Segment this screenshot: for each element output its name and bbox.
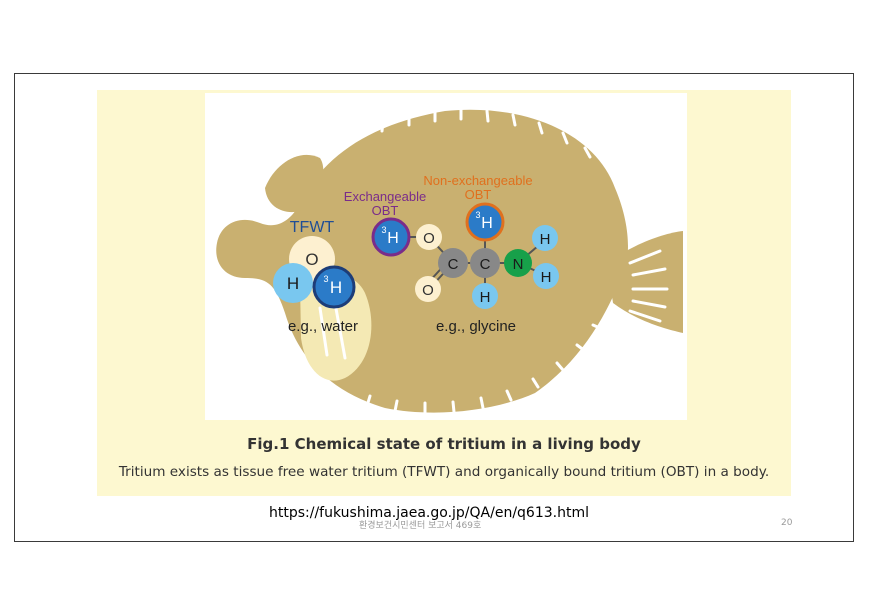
exchangeable-tritium-mass: 3 bbox=[381, 225, 386, 235]
glycine-carbon-atom-1 bbox=[438, 248, 468, 278]
glycine-carbonyl-oxygen-label: O bbox=[422, 282, 434, 299]
exchangeable-tritium-atom bbox=[371, 217, 411, 257]
glycine-carbon-hydrogen-atom bbox=[472, 283, 498, 309]
water-tritium-label: H bbox=[330, 278, 342, 297]
source-url[interactable]: https://fukushima.jaea.go.jp/QA/en/q613.… bbox=[269, 505, 589, 521]
water-tritium-mass: 3 bbox=[323, 274, 328, 284]
tfwt-label: TFWT bbox=[290, 219, 335, 236]
nonexchangeable-tritium-label: H bbox=[481, 215, 493, 232]
glycine-nitrogen-label: N bbox=[513, 256, 524, 273]
exchangeable-tritium-label: H bbox=[387, 230, 399, 247]
glycine-hydroxyl-oxygen-label: O bbox=[423, 230, 435, 247]
water-hydrogen-label: H bbox=[287, 274, 299, 293]
glycine-carbon-hydrogen-label: H bbox=[480, 289, 491, 306]
fish-body bbox=[216, 109, 628, 413]
glycine-amine-hydrogen-label-1: H bbox=[540, 231, 551, 248]
glycine-carbonyl-oxygen-atom bbox=[415, 276, 441, 302]
nonexchangeable-obt-label-line1: Non-exchangeable bbox=[423, 173, 532, 188]
slide: TFWT O H 3 H e.g., water Exchangeable OB… bbox=[14, 73, 854, 542]
page-number: 20 bbox=[781, 518, 793, 528]
nonexchangeable-obt-label-line2: OBT bbox=[465, 187, 492, 202]
glycine-amine-hydrogen-atom-1 bbox=[532, 225, 558, 251]
tfwt-example: e.g., water bbox=[288, 318, 358, 335]
figure-caption-body: Tritium exists as tissue free water trit… bbox=[118, 464, 770, 480]
dorsal-fin-ticks bbox=[353, 107, 592, 159]
exchangeable-obt-label-line1: Exchangeable bbox=[344, 189, 426, 204]
glycine-carbon-label-1: C bbox=[448, 256, 459, 273]
figure-panel: TFWT O H 3 H e.g., water Exchangeable OB… bbox=[97, 90, 791, 496]
footer-text: 환경보건시민센터 보고서 469호 bbox=[359, 521, 482, 531]
water-hydrogen-atom bbox=[273, 263, 313, 303]
tritium-fish-diagram: TFWT O H 3 H e.g., water Exchangeable OB… bbox=[205, 93, 687, 420]
exchangeable-obt-label-line2: OBT bbox=[372, 203, 399, 218]
nonexchangeable-tritium-atom bbox=[465, 202, 505, 242]
obt-example: e.g., glycine bbox=[436, 318, 516, 335]
figure-caption-title: Fig.1 Chemical state of tritium in a liv… bbox=[247, 435, 641, 453]
water-oxygen-label: O bbox=[305, 250, 318, 269]
fish-head bbox=[265, 154, 324, 213]
glycine-carbon-label-2: C bbox=[480, 256, 491, 273]
tail-fin-rays bbox=[628, 249, 669, 323]
glycine-hydroxyl-oxygen-atom bbox=[416, 224, 442, 250]
glycine-nitrogen-atom bbox=[504, 249, 532, 277]
nonexchangeable-tritium-mass: 3 bbox=[475, 210, 480, 220]
water-tritium-atom bbox=[312, 265, 356, 309]
pectoral-fin-rays bbox=[318, 301, 347, 360]
glycine-amine-hydrogen-label-2: H bbox=[541, 269, 552, 286]
anal-fin-ticks bbox=[365, 323, 604, 415]
glycine-amine-hydrogen-atom-2 bbox=[533, 263, 559, 289]
glycine-carbon-atom-2 bbox=[470, 248, 500, 278]
